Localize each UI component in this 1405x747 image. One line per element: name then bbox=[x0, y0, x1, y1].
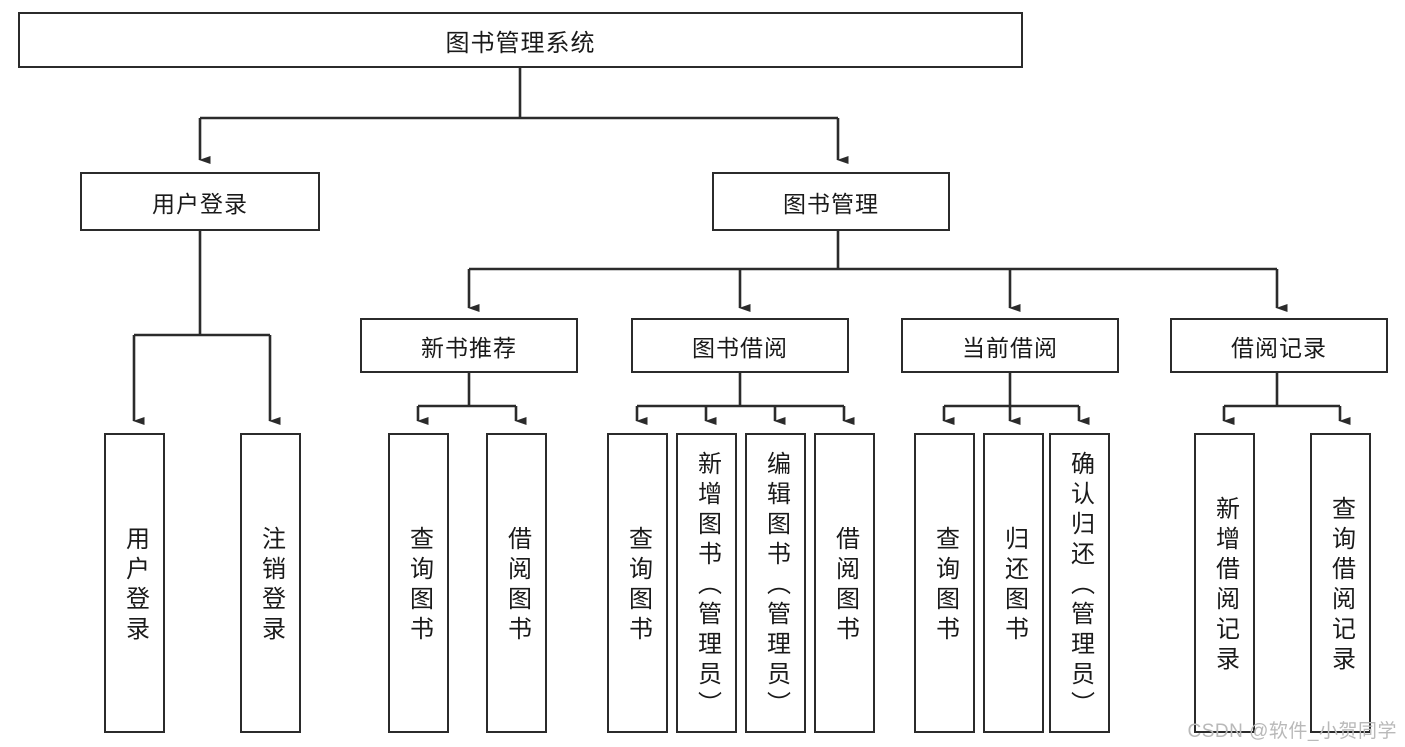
node-leaf-query-book-1[interactable]: 查询图书 bbox=[388, 433, 449, 733]
node-new-book-rec[interactable]: 新书推荐 bbox=[360, 318, 578, 373]
node-leaf-query-record-label: 查询借阅记录 bbox=[1327, 496, 1355, 676]
node-leaf-add-record-label: 新增借阅记录 bbox=[1211, 496, 1239, 676]
node-leaf-edit-book[interactable]: 编辑图书（管理员） bbox=[745, 433, 806, 733]
node-leaf-edit-book-label: 编辑图书（管理员） bbox=[762, 451, 790, 721]
node-leaf-query-book-2[interactable]: 查询图书 bbox=[607, 433, 668, 733]
node-leaf-borrow-book-2[interactable]: 借阅图书 bbox=[814, 433, 875, 733]
node-new-book-rec-label: 新书推荐 bbox=[421, 334, 517, 361]
node-book-manage-label: 图书管理 bbox=[783, 190, 879, 217]
node-leaf-query-record[interactable]: 查询借阅记录 bbox=[1310, 433, 1371, 733]
node-leaf-query-book-1-label: 查询图书 bbox=[405, 526, 433, 646]
node-leaf-add-book[interactable]: 新增图书（管理员） bbox=[676, 433, 737, 733]
node-leaf-query-book-3[interactable]: 查询图书 bbox=[914, 433, 975, 733]
watermark: CSDN @软件_小贺同学 bbox=[1187, 721, 1397, 742]
node-leaf-confirm-return[interactable]: 确认归还（管理员） bbox=[1049, 433, 1110, 733]
node-leaf-return-book-label: 归还图书 bbox=[1000, 526, 1028, 646]
node-user-login-label: 用户登录 bbox=[152, 190, 248, 217]
node-current-borrow[interactable]: 当前借阅 bbox=[901, 318, 1119, 373]
node-book-borrow-label: 图书借阅 bbox=[692, 334, 788, 361]
node-borrow-record-label: 借阅记录 bbox=[1231, 334, 1327, 361]
node-leaf-query-book-3-label: 查询图书 bbox=[931, 526, 959, 646]
node-leaf-add-book-label: 新增图书（管理员） bbox=[693, 451, 721, 721]
node-leaf-user-login-label: 用户登录 bbox=[121, 526, 149, 646]
node-root[interactable]: 图书管理系统 bbox=[18, 12, 1023, 68]
node-leaf-borrow-book-1[interactable]: 借阅图书 bbox=[486, 433, 547, 733]
node-book-manage[interactable]: 图书管理 bbox=[712, 172, 950, 231]
node-leaf-user-login[interactable]: 用户登录 bbox=[104, 433, 165, 733]
node-root-label: 图书管理系统 bbox=[445, 29, 596, 57]
node-leaf-confirm-return-label: 确认归还（管理员） bbox=[1066, 451, 1094, 721]
node-leaf-logout-label: 注销登录 bbox=[257, 526, 285, 646]
node-current-borrow-label: 当前借阅 bbox=[962, 334, 1058, 361]
node-borrow-record[interactable]: 借阅记录 bbox=[1170, 318, 1388, 373]
node-leaf-return-book[interactable]: 归还图书 bbox=[983, 433, 1044, 733]
node-leaf-borrow-book-2-label: 借阅图书 bbox=[831, 526, 859, 646]
node-book-borrow[interactable]: 图书借阅 bbox=[631, 318, 849, 373]
node-leaf-borrow-book-1-label: 借阅图书 bbox=[503, 526, 531, 646]
node-leaf-logout[interactable]: 注销登录 bbox=[240, 433, 301, 733]
node-user-login[interactable]: 用户登录 bbox=[80, 172, 320, 231]
node-leaf-add-record[interactable]: 新增借阅记录 bbox=[1194, 433, 1255, 733]
node-leaf-query-book-2-label: 查询图书 bbox=[624, 526, 652, 646]
